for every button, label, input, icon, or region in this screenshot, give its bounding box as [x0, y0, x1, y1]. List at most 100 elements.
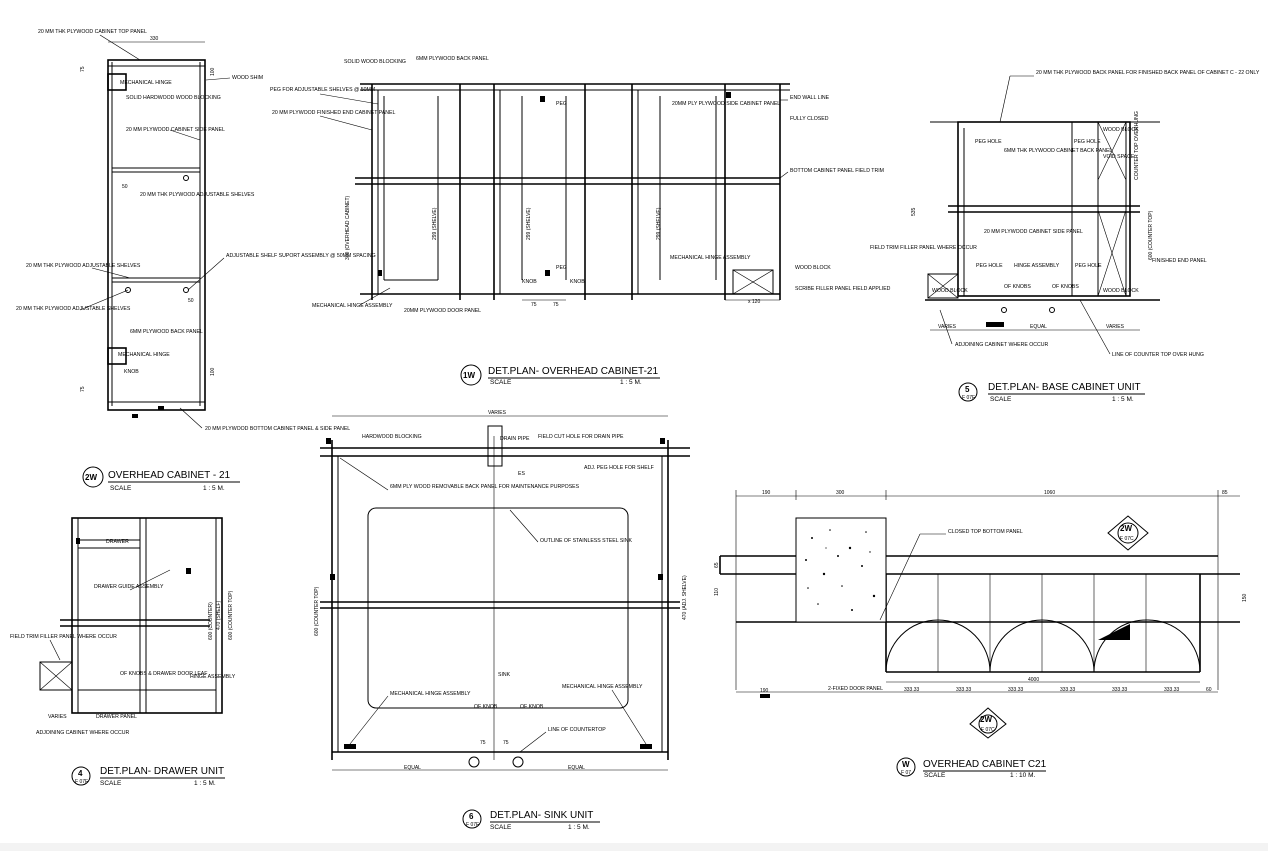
overhead-cabinet-c21-elevation: 190 300 1060 85 65 110 150 190 4000 333.…	[714, 490, 1248, 779]
note-stainless-sink: OUTLINE OF STAINLESS STEEL SINK	[540, 538, 632, 544]
dim-varies-1: VARIES	[938, 324, 957, 330]
dim-75-a: 75	[531, 302, 537, 308]
note-back-panel: 6MM PLYWOOD BACK PANEL	[130, 329, 203, 335]
note-knobs-drawer: OF KNOBS & DRAWER DOOR LEAF	[120, 671, 207, 677]
dim-4000: 4000	[1028, 677, 1039, 683]
note-hinge-assembly: HINGE ASSEMBLY	[1014, 263, 1060, 269]
note-6mm-back: 6MM PLYWOOD BACK PANEL	[416, 56, 489, 62]
sheet-5: F 07F	[962, 395, 975, 401]
dim-333-2: 333.33	[956, 687, 972, 693]
note-knob: KNOB	[124, 369, 139, 375]
marker-sheet-2: F 07C	[981, 727, 995, 733]
title-overhead-cabinet-21: OVERHEAD CABINET - 21	[108, 470, 231, 481]
note-finished-end: 20 MM PLYWOOD FINISHED END CABINET PANEL	[272, 110, 395, 116]
dim-110: 110	[714, 588, 720, 596]
note-peg-hole-4: PEG HOLE	[1075, 263, 1102, 269]
note-fixed-door: 2-FIXED DOOR PANEL	[828, 686, 883, 692]
dim-333-5: 333.33	[1112, 687, 1128, 693]
note-solid-wood-blocking: SOLID WOOD BLOCKING	[344, 59, 406, 65]
dim-equal-1: EQUAL	[404, 765, 421, 771]
tag-2w: 2W	[85, 473, 97, 482]
note-field-trim: FIELD TRIM FILLER PANEL WHERE OCCUR	[870, 245, 977, 251]
section-marker-bottom[interactable]: 2W F 07C	[969, 707, 1007, 739]
dim-299-shelve-1: 299 (SHELVE)	[432, 207, 438, 240]
dim-190-top: 190	[762, 490, 771, 496]
dim-100-top: 100	[210, 67, 216, 76]
drawer-unit-plan: 600 (COUNTER TOP) 470 (SHELF) 600 (COUNT…	[10, 517, 236, 787]
dim-190-bottom: 190	[760, 688, 769, 694]
dim-600-counter: 600 (COUNTER)	[208, 602, 214, 640]
scale-w: 1 : 10 M.	[1010, 772, 1035, 779]
note-field-cut: FIELD CUT HOLE FOR DRAIN PIPE	[538, 434, 624, 440]
note-line-countertop: LINE OF COUNTERTOP	[548, 727, 606, 733]
dim-1060: 1060	[1044, 490, 1055, 496]
sheet-6: F 07F	[466, 822, 479, 828]
dim-75-b: 75	[503, 740, 509, 746]
dim-varies-2: VARIES	[1106, 324, 1125, 330]
marker-tag-2: 2W	[980, 715, 992, 724]
note-sink: SINK	[498, 672, 511, 678]
dim-333-1: 333.33	[904, 687, 920, 693]
dim-75-a: 75	[480, 740, 486, 746]
note-mech-hinge-right: MECHANICAL HINGE ASSEMBLY	[562, 684, 643, 690]
dim-300-overhead: 300 (OVERHEAD CABINET)	[345, 195, 351, 260]
marker-tag-1: 2W	[1120, 524, 1132, 533]
note-shelf-support: ADJUSTABLE SHELF SUPORT ASSEMBLY @ 50MM …	[226, 253, 376, 259]
note-mech-hinge-2: MECHANICAL HINGE	[118, 352, 170, 358]
note-hardwood-blocking: HARDWOOD BLOCKING	[362, 434, 422, 440]
dim-330: 330	[150, 36, 159, 42]
sheet-4: F 07F	[75, 779, 88, 785]
note-closed-top: CLOSED TOP BOTTOM PANEL	[948, 529, 1023, 535]
note-peg-2: PEG	[556, 265, 567, 271]
scale-label-w: SCALE	[924, 772, 946, 779]
note-peg-hole-1: PEG HOLE	[975, 139, 1002, 145]
note-adjoining: ADJOINING CABINET WHERE OCCUR	[36, 730, 130, 736]
dim-470-adj: 470 (ADJ. SHELVE)	[682, 575, 688, 620]
dim-equal: EQUAL	[1030, 324, 1047, 330]
note-wood-block: WOOD BLOCK	[795, 265, 831, 271]
base-cabinet-plan: 535 600 (COUNTER TOP) VARIES EQUAL VARIE…	[870, 70, 1260, 403]
note-of-knob-2: OF KNOB	[520, 704, 544, 710]
dim-299-shelve-3: 299 (SHELVE)	[656, 207, 662, 240]
tag-1w: 1W	[463, 371, 475, 380]
title-drawer-unit: DET.PLAN- DRAWER UNIT	[100, 766, 224, 777]
note-peg-1: PEG	[556, 101, 567, 107]
note-drawer-panel: DRAWER PANEL	[96, 714, 137, 720]
bottom-strip	[0, 843, 1268, 851]
note-adj-shelves-1: 20 MM THK PLYWOOD ADJUSTABLE SHELVES	[140, 192, 255, 198]
dim-600-counter-top: 600 (COUNTER TOP)	[314, 586, 320, 636]
scale-label-6: SCALE	[490, 824, 512, 831]
note-fully-closed: FULLY CLOSED	[790, 116, 829, 122]
overhead-cabinet-plan: 300 (OVERHEAD CABINET) 299 (SHELVE) 299 …	[270, 56, 891, 386]
scale-6: 1 : 5 M.	[568, 824, 590, 831]
note-bottom-field-trim: BOTTOM CABINET PANEL FIELD TRIM	[790, 168, 884, 174]
note-6mm-back: 6MM THK PLYWOOD CABINET BACK PANEL	[1004, 148, 1112, 154]
sheet-w: F 07	[901, 770, 911, 776]
note-mech-hinge-left: MECHANICAL HINGE ASSEMBLY	[312, 303, 393, 309]
note-finished-end: FINISHED END PANEL	[1152, 258, 1207, 264]
dim-85: 85	[1222, 490, 1228, 496]
note-20mm-door: 20MM PLYWOOD DOOR PANEL	[404, 308, 481, 314]
title-overhead-c21: OVERHEAD CABINET C21	[923, 759, 1047, 770]
dim-65: 65	[714, 562, 720, 568]
note-top-panel: 20 MM THK PLYWOOD CABINET TOP PANEL	[38, 29, 147, 35]
note-knob-1: KNOB	[522, 279, 537, 285]
scale-2w: 1 : 5 M.	[203, 485, 225, 492]
note-drawer-guide: DRAWER GUIDE ASSEMBLY	[94, 584, 164, 590]
note-peg-hole-2: PEG HOLE	[1074, 139, 1101, 145]
dim-535: 535	[911, 207, 917, 216]
scale-label-4: SCALE	[100, 780, 122, 787]
section-marker-right[interactable]: 2W F 07C	[1107, 515, 1149, 551]
note-wood-block-1: WOOD BLOCK	[1103, 127, 1139, 133]
dim-75-b: 75	[553, 302, 559, 308]
note-field-trim: FIELD TRIM FILLER PANEL WHERE OCCUR	[10, 634, 117, 640]
note-knob-2: KNOB	[570, 279, 585, 285]
marker-sheet-1: F 07C	[1120, 536, 1134, 542]
dim-equal-2: EQUAL	[568, 765, 585, 771]
note-bottom-panel: 20 MM PLYWOOD BOTTOM CABINET PANEL & SID…	[205, 426, 350, 432]
tag-4: 4	[78, 769, 83, 778]
scale-label-2w: SCALE	[110, 485, 132, 492]
note-mech-hinge-1: MECHANICAL HINGE	[120, 80, 172, 86]
